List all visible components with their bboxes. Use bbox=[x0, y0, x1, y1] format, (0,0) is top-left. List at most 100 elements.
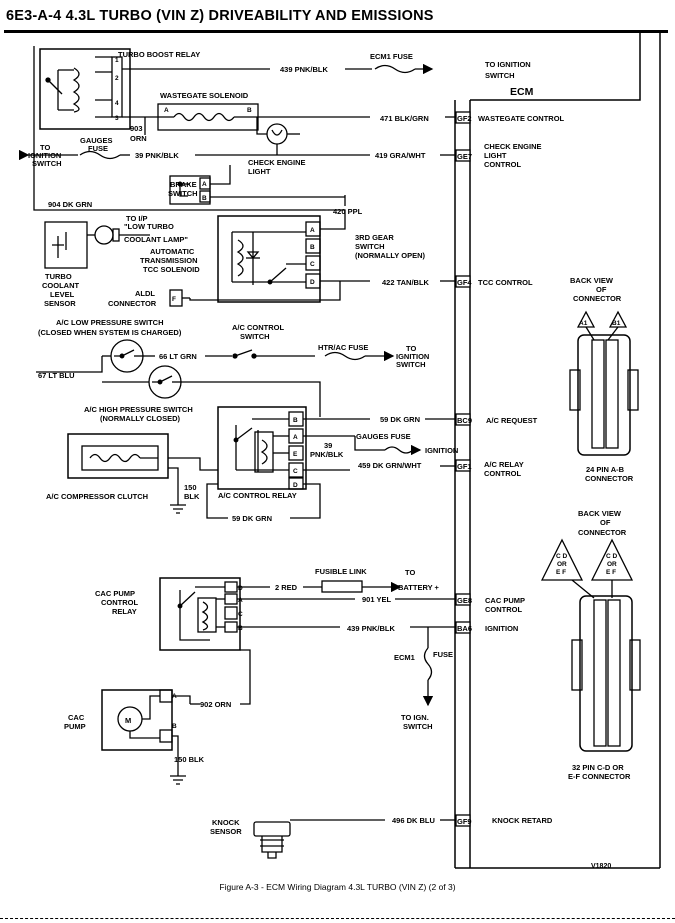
svg-text:(NORMALLY CLOSED): (NORMALLY CLOSED) bbox=[100, 414, 181, 423]
svg-text:2 RED: 2 RED bbox=[275, 583, 298, 592]
svg-text:FUSE: FUSE bbox=[88, 144, 108, 153]
svg-text:CONTROL: CONTROL bbox=[484, 160, 521, 169]
svg-text:B: B bbox=[202, 195, 207, 202]
connector-24pin: A1 B1 bbox=[569, 310, 639, 456]
svg-text:C: C bbox=[293, 468, 298, 475]
svg-text:C D: C D bbox=[606, 553, 618, 560]
fuse-icon bbox=[384, 446, 414, 454]
fuse-icon bbox=[374, 64, 416, 74]
svg-text:D: D bbox=[238, 585, 243, 592]
svg-text:904 DK GRN: 904 DK GRN bbox=[48, 200, 92, 209]
svg-text:WASTEGATE SOLENOID: WASTEGATE SOLENOID bbox=[160, 91, 249, 100]
svg-text:B: B bbox=[247, 107, 252, 114]
svg-text:TO: TO bbox=[40, 143, 50, 152]
svg-text:A/C HIGH PRESSURE SWITCH: A/C HIGH PRESSURE SWITCH bbox=[84, 405, 193, 414]
svg-text:OF: OF bbox=[596, 285, 607, 294]
svg-text:SWITCH: SWITCH bbox=[403, 722, 433, 731]
svg-text:CONTROL: CONTROL bbox=[484, 469, 521, 478]
svg-text:SWITCH: SWITCH bbox=[168, 189, 198, 198]
svg-text:A/C REQUEST: A/C REQUEST bbox=[486, 416, 538, 425]
relay-coil-icon bbox=[260, 439, 268, 465]
svg-text:SENSOR: SENSOR bbox=[210, 827, 242, 836]
svg-text:439 PNK/BLK: 439 PNK/BLK bbox=[347, 624, 396, 633]
turbo-boost-relay-label: TURBO BOOST RELAY bbox=[118, 50, 200, 59]
svg-text:LIGHT: LIGHT bbox=[248, 167, 271, 176]
svg-text:D: D bbox=[293, 482, 298, 489]
svg-text:CONNECTOR: CONNECTOR bbox=[108, 299, 157, 308]
svg-text:GF1: GF1 bbox=[457, 462, 472, 471]
ground-icon bbox=[170, 504, 186, 514]
svg-text:TO: TO bbox=[406, 344, 416, 353]
relay-coil-icon bbox=[72, 67, 80, 113]
svg-text:B1: B1 bbox=[612, 320, 621, 327]
svg-text:COOLANT: COOLANT bbox=[42, 281, 79, 290]
ac-control-switch-icon bbox=[232, 349, 257, 359]
svg-text:TURBO: TURBO bbox=[45, 272, 72, 281]
svg-text:439 PNK/BLK: 439 PNK/BLK bbox=[280, 65, 329, 74]
svg-text:ORN: ORN bbox=[130, 134, 147, 143]
svg-text:OR: OR bbox=[607, 561, 617, 568]
svg-text:3RD GEAR: 3RD GEAR bbox=[355, 233, 394, 242]
relay-coil-icon bbox=[201, 601, 209, 631]
svg-text:"LOW TURBO: "LOW TURBO bbox=[124, 222, 174, 231]
diode-icon bbox=[246, 251, 260, 260]
svg-text:4: 4 bbox=[115, 100, 119, 107]
svg-text:B: B bbox=[293, 417, 298, 424]
svg-text:GE7: GE7 bbox=[457, 152, 472, 161]
svg-text:SWITCH: SWITCH bbox=[396, 360, 426, 369]
knock-sensor bbox=[253, 821, 291, 859]
svg-text:KNOCK: KNOCK bbox=[212, 818, 240, 827]
relay-coil-icon bbox=[236, 239, 244, 277]
svg-text:59 DK GRN: 59 DK GRN bbox=[232, 514, 272, 523]
svg-text:ECM1 FUSE: ECM1 FUSE bbox=[370, 52, 413, 61]
svg-text:GF2: GF2 bbox=[457, 114, 472, 123]
turbo-boost-relay: 1 2 4 3 TURBO BOOST RELAY bbox=[39, 48, 200, 130]
header-rule bbox=[4, 30, 668, 33]
svg-text:SWITCH: SWITCH bbox=[240, 332, 270, 341]
svg-text:TO: TO bbox=[405, 568, 415, 577]
svg-text:A/C LOW PRESSURE SWITCH: A/C LOW PRESSURE SWITCH bbox=[56, 318, 164, 327]
svg-text:KNOCK RETARD: KNOCK RETARD bbox=[492, 816, 553, 825]
svg-text:TO IGN.: TO IGN. bbox=[401, 713, 429, 722]
ac-control-relay: B A E C D bbox=[217, 406, 307, 490]
svg-text:CAC PUMP: CAC PUMP bbox=[95, 589, 135, 598]
fuse-icon bbox=[79, 150, 121, 160]
svg-text:67 LT BLU: 67 LT BLU bbox=[38, 371, 75, 380]
ac-compressor-clutch bbox=[67, 433, 169, 479]
svg-text:SWITCH: SWITCH bbox=[355, 242, 385, 251]
svg-text:OF: OF bbox=[600, 518, 611, 527]
svg-text:1: 1 bbox=[115, 57, 119, 64]
svg-text:OR: OR bbox=[557, 561, 567, 568]
svg-text:COOLANT LAMP": COOLANT LAMP" bbox=[124, 235, 188, 244]
switch-icon bbox=[179, 591, 196, 607]
svg-text:E-F CONNECTOR: E-F CONNECTOR bbox=[568, 772, 631, 781]
brake-switch: A B bbox=[169, 175, 211, 205]
svg-text:CONNECTOR: CONNECTOR bbox=[578, 528, 627, 537]
svg-text:39 PNK/BLK: 39 PNK/BLK bbox=[135, 151, 179, 160]
ground-icon bbox=[170, 775, 186, 785]
turbo-coolant-sensor bbox=[44, 221, 88, 269]
svg-text:(NORMALLY OPEN): (NORMALLY OPEN) bbox=[355, 251, 426, 260]
svg-text:CONTROL: CONTROL bbox=[101, 598, 138, 607]
svg-text:GF4: GF4 bbox=[457, 278, 472, 287]
svg-text:A: A bbox=[164, 107, 169, 114]
svg-text:A: A bbox=[238, 597, 243, 604]
svg-text:A: A bbox=[293, 434, 298, 441]
svg-text:CAC PUMP: CAC PUMP bbox=[485, 596, 525, 605]
svg-text:BACK VIEW: BACK VIEW bbox=[570, 276, 614, 285]
svg-text:IGNITION: IGNITION bbox=[485, 624, 518, 633]
svg-text:A: A bbox=[310, 227, 315, 234]
svg-text:419 GRA/WHT: 419 GRA/WHT bbox=[375, 151, 426, 160]
svg-text:496 DK BLU: 496 DK BLU bbox=[392, 816, 435, 825]
svg-text:CHECK ENGINE: CHECK ENGINE bbox=[248, 158, 306, 167]
svg-text:903: 903 bbox=[130, 124, 143, 133]
svg-text:A1: A1 bbox=[579, 320, 588, 327]
svg-text:150 BLK: 150 BLK bbox=[174, 755, 205, 764]
svg-text:BATTERY +: BATTERY + bbox=[398, 583, 440, 592]
svg-text:M: M bbox=[125, 716, 131, 725]
svg-text:A/C COMPRESSOR CLUTCH: A/C COMPRESSOR CLUTCH bbox=[46, 492, 148, 501]
ac-low-pressure-switch bbox=[110, 339, 145, 373]
connector-32pin: C D OR E F C D OR E F bbox=[540, 538, 641, 752]
solenoid-coil-icon bbox=[89, 453, 141, 463]
